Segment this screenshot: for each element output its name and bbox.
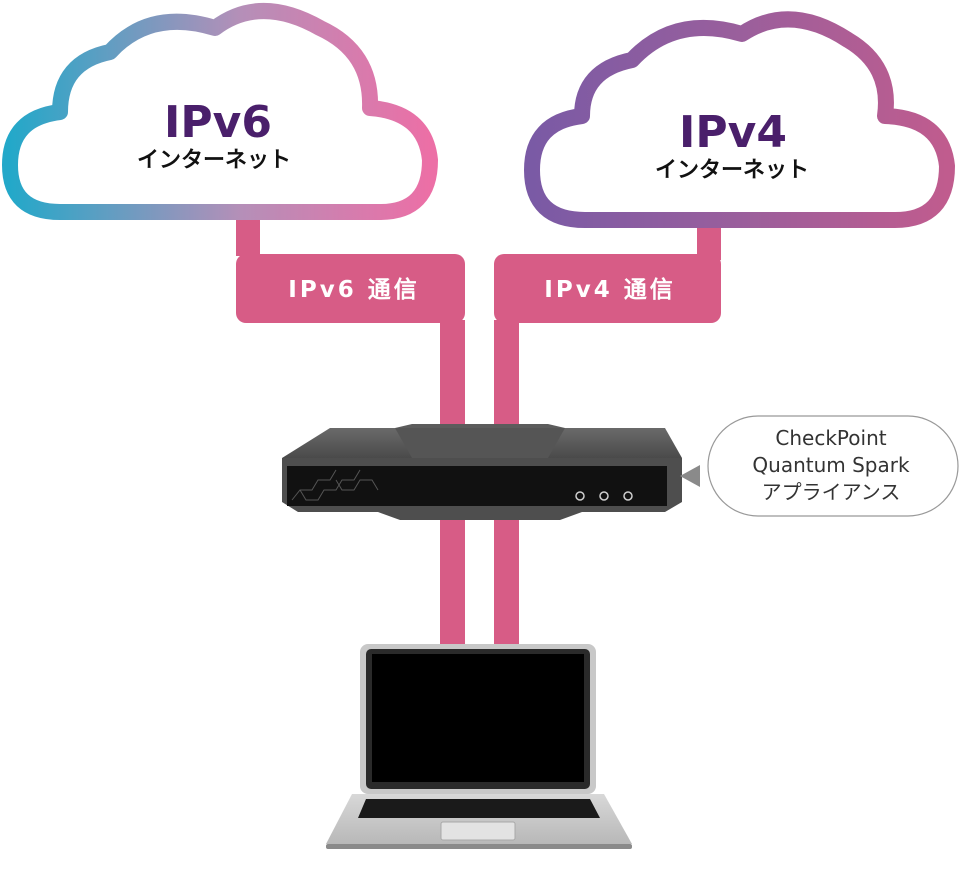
laptop-icon [326, 644, 632, 849]
ipv4-cloud-shape [524, 11, 955, 228]
ipv6-link-label-box [236, 254, 465, 323]
ipv4-cloud-subtitle: インターネット [655, 158, 809, 183]
ipv4-link: IPv4 通信 [494, 220, 721, 645]
ipv6-cloud-shape [2, 3, 438, 220]
appliance-callout: CheckPoint Quantum Spark アプライアンス [680, 415, 959, 517]
callout-line-3: アプライアンス [762, 480, 901, 504]
ipv4-cloud-title: IPv4 [679, 107, 787, 158]
ipv6-link-label: IPv6 通信 [288, 276, 419, 303]
triangle-pointer-icon [680, 465, 700, 487]
ipv4-link-label: IPv4 通信 [544, 276, 675, 303]
ipv4-link-label-box [494, 254, 721, 323]
ipv4-cloud: IPv4 インターネット [524, 11, 955, 228]
network-appliance-icon [282, 424, 682, 520]
ipv6-cloud-subtitle: インターネット [137, 148, 291, 173]
ipv6-cloud-title: IPv6 [164, 97, 272, 148]
callout-line-2: Quantum Spark [752, 453, 910, 477]
ipv6-cloud: IPv6 インターネット [2, 3, 438, 220]
callout-line-1: CheckPoint [775, 426, 886, 450]
